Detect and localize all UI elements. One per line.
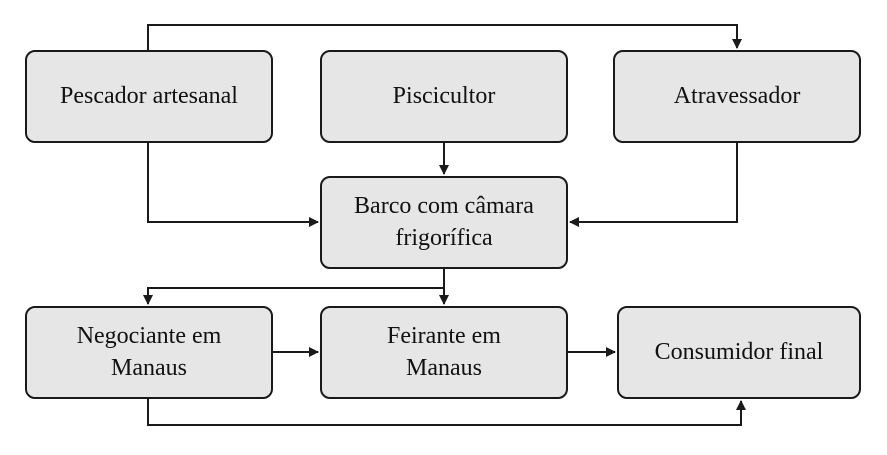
- edge-negociante-consumidor: [147, 399, 746, 426]
- edge-atravessador-barco: [569, 143, 738, 227]
- node-label: Negociante em Manaus: [76, 323, 222, 381]
- node-piscicultor: Piscicultor: [320, 50, 568, 143]
- edge-pescador-barco: [147, 143, 319, 227]
- node-consumidor-final: Consumidor final: [617, 306, 861, 399]
- node-label: Feirante em Manaus: [387, 323, 501, 381]
- node-label: Piscicultor: [392, 82, 496, 109]
- edge-pescador-atravessador: [147, 24, 742, 50]
- node-barco-camara-frigorifica: Barco com câmara frigorífica: [320, 176, 568, 269]
- node-atravessador: Atravessador: [613, 50, 861, 143]
- node-feirante-manaus: Feirante em Manaus: [320, 306, 568, 399]
- node-label: Pescador artesanal: [60, 82, 238, 109]
- node-label: Consumidor final: [654, 338, 824, 365]
- node-label: Atravessador: [673, 82, 801, 109]
- node-pescador-artesanal: Pescador artesanal: [25, 50, 273, 143]
- node-negociante-manaus: Negociante em Manaus: [25, 306, 273, 399]
- edge-barco-negociante: [143, 269, 445, 305]
- node-label: Barco com câmara frigorífica: [354, 193, 534, 251]
